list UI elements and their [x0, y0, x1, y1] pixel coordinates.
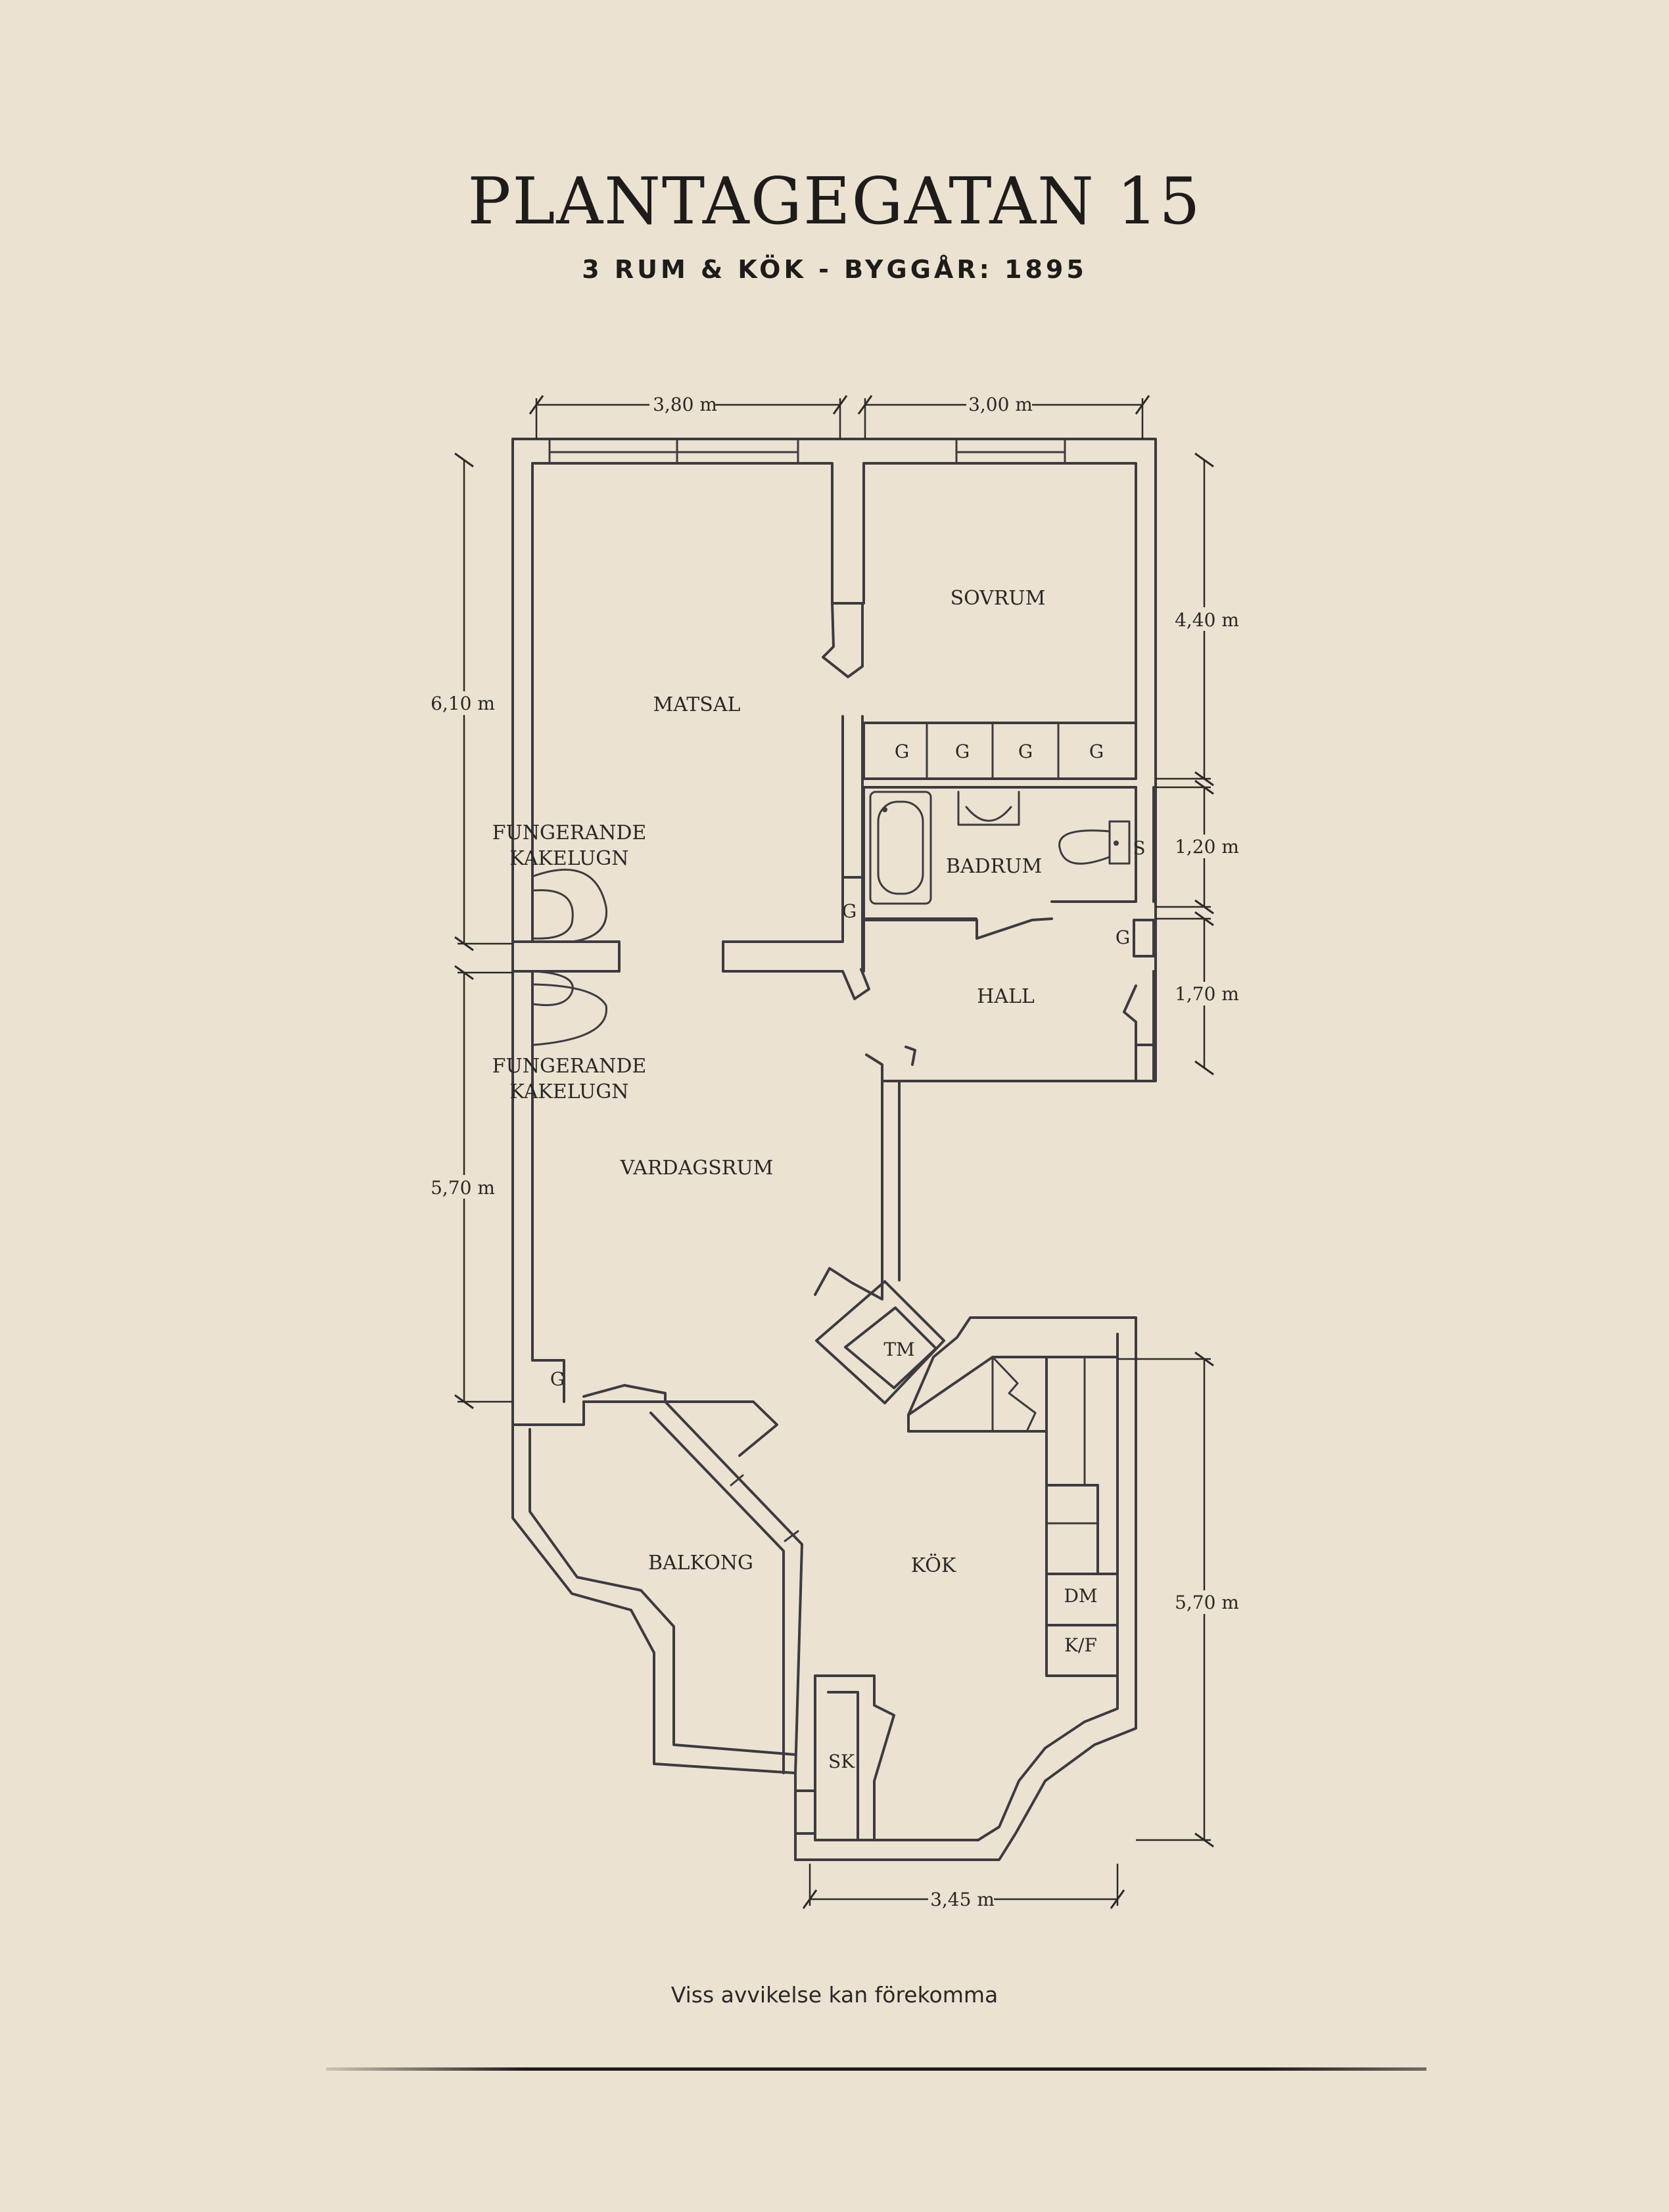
- room-label-vardagsrum: VARDAGSRUM: [620, 1157, 774, 1180]
- disclaimer-text: Viss avvikelse kan förekomma: [670, 1982, 999, 2008]
- room-label-balkong: BALKONG: [648, 1552, 753, 1575]
- marker-dm: DM: [1064, 1585, 1097, 1607]
- marker-g-wardrobe-2: G: [955, 741, 970, 762]
- room-label-kakelugn-bottom-line1: FUNGERANDE: [492, 1055, 647, 1078]
- room-label-sovrum: SOVRUM: [951, 587, 1046, 610]
- room-label-badrum: BADRUM: [946, 855, 1042, 878]
- marker-tm: TM: [883, 1339, 914, 1360]
- bathroom-fixtures: [869, 791, 1131, 905]
- fixture-markers: G G G G G G G S TM DM K/F SK: [550, 741, 1146, 1772]
- dim-left-upper-height: 6,10 m: [431, 693, 495, 714]
- dim-right-sovrum-height: 4,40 m: [1175, 609, 1239, 631]
- marker-s: S: [1133, 837, 1145, 859]
- marker-g-wardrobe-1: G: [895, 741, 909, 762]
- room-labels: SOVRUM MATSAL BADRUM HALL FUNGERANDE KAK…: [492, 587, 1046, 1577]
- dim-right-badrum-height: 1,20 m: [1175, 836, 1239, 858]
- footer-divider: [326, 2067, 1426, 2071]
- marker-g-hall: G: [1116, 927, 1130, 948]
- room-label-kakelugn-bottom-line2: KAKELUGN: [510, 1080, 629, 1103]
- room-label-kok: KÖK: [911, 1554, 956, 1577]
- marker-sk: SK: [828, 1751, 855, 1772]
- dim-right-hall-height: 1,70 m: [1175, 983, 1239, 1005]
- room-label-kakelugn-top-line2: KAKELUGN: [510, 847, 629, 870]
- room-label-kakelugn-top-line1: FUNGERANDE: [492, 821, 647, 844]
- marker-g-wardrobe-4: G: [1089, 741, 1104, 762]
- marker-g-wardrobe-3: G: [1018, 741, 1033, 762]
- dim-top-right-width: 3,00 m: [968, 394, 1033, 415]
- marker-g-vardagsrum: G: [550, 1368, 565, 1390]
- walls: [511, 438, 1157, 1403]
- dim-right-kok-height: 5,70 m: [1175, 1592, 1239, 1613]
- dim-top-left-width: 3,80 m: [653, 394, 717, 415]
- tile-stoves: [532, 868, 608, 1046]
- dim-left-lower-height: 5,70 m: [431, 1177, 495, 1199]
- room-label-matsal: MATSAL: [653, 693, 741, 716]
- plan-title: PLANTAGEGATAN 15: [467, 164, 1202, 239]
- dimension-lines: 3,80 m 3,00 m 6,10 m 5,70 m 4,40 m 1,20 …: [427, 393, 1240, 1911]
- room-label-hall: HALL: [977, 985, 1035, 1008]
- dim-bottom-width: 3,45 m: [930, 1889, 995, 1910]
- marker-kf: K/F: [1064, 1634, 1097, 1656]
- lower-walls: [511, 1280, 1137, 1861]
- marker-g-matsal: G: [842, 900, 857, 922]
- plan-subtitle: 3 RUM & KÖK - BYGGÅR: 1895: [582, 255, 1087, 284]
